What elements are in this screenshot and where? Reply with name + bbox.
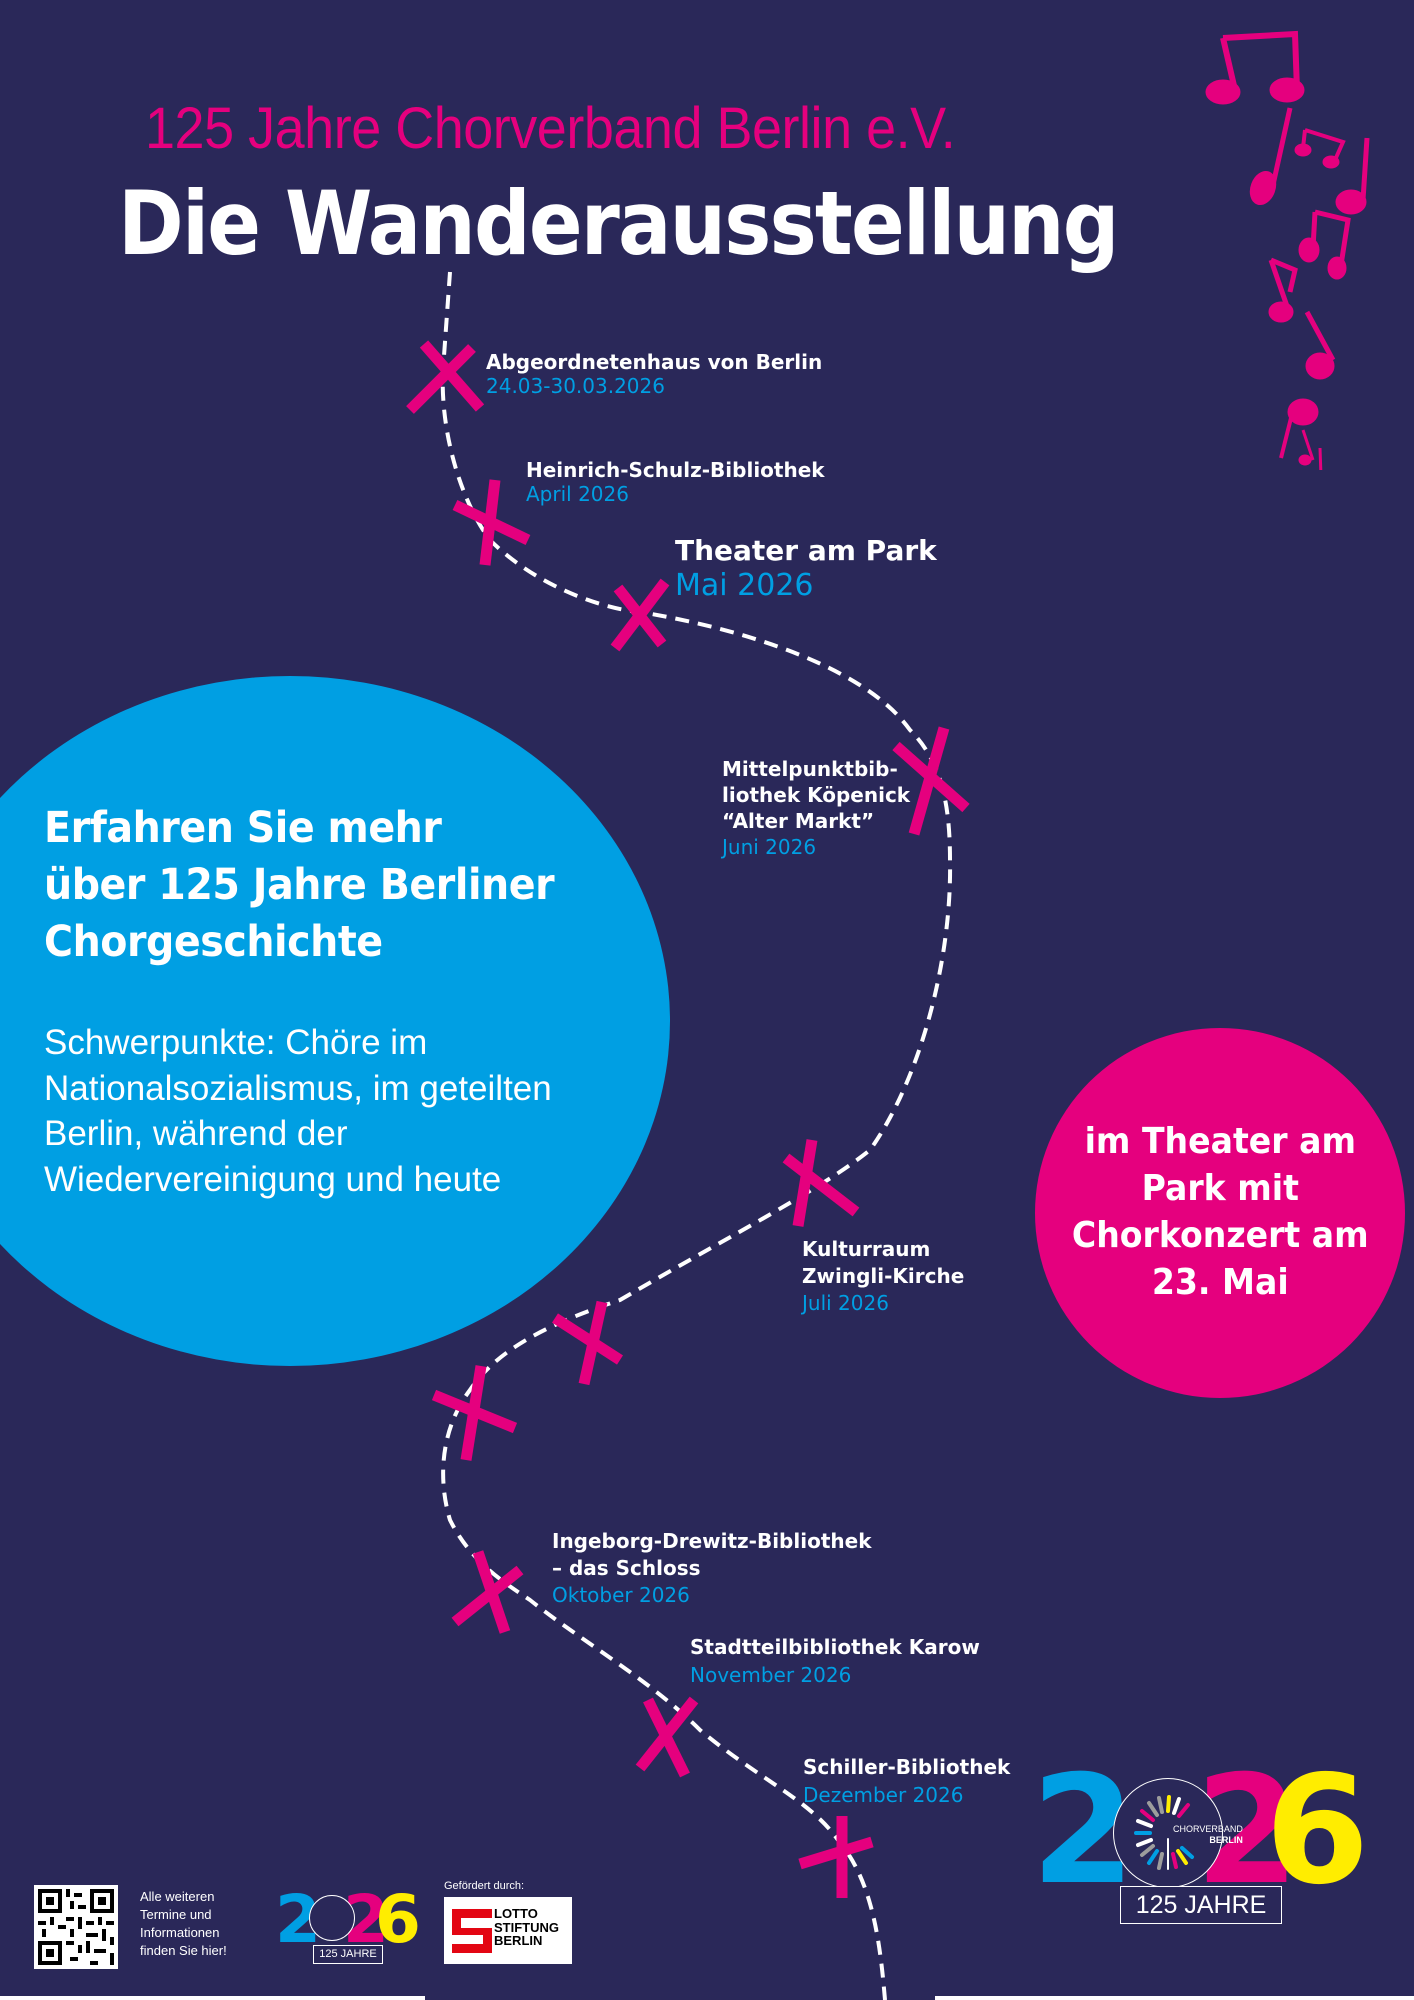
stop-date: Dezember 2026 [803, 1783, 964, 1807]
stop-date: April 2026 [526, 482, 629, 507]
info-headline-line: Chorgeschichte [44, 917, 383, 968]
bottom-edge-strip [935, 1996, 1414, 2000]
route-stop: Abgeordnetenhaus von Berlin 24.03-30.03.… [486, 350, 822, 399]
anniversary-logo: 2 2 6 CHORVERBA [1031, 1756, 1369, 1928]
stop-name: Stadtteilbibliothek Karow [690, 1635, 980, 1659]
stop-name: Mittelpunktbib- [722, 757, 898, 781]
page-title: Die Wanderausstellung [118, 172, 1119, 275]
info-headline-line: Erfahren Sie mehr [44, 803, 442, 853]
route-stop: Heinrich-Schulz-Bibliothek April 2026 [526, 458, 825, 507]
stop-date: Mai 2026 [675, 568, 814, 604]
route-stop: Ingeborg-Drewitz-Bibliothek – das Schlos… [552, 1528, 872, 1609]
logo-brand: CHORVERBAND BERLIN [1173, 1824, 1243, 1846]
logo-digit-6-yellow: 6 [1265, 1744, 1370, 1918]
info-body-line: Nationalsozialismus, im geteilten [44, 1068, 552, 1108]
info-headline-line: über 125 Jahre Berliner [44, 860, 555, 911]
logo-digit-6-yellow: 6 [375, 1881, 421, 1958]
info-body-line: Berlin, während der [44, 1114, 348, 1153]
stop-name: Schiller-Bibliothek [803, 1755, 1011, 1779]
stop-name: liothek Köpenick [722, 783, 911, 807]
route-stop: Schiller-Bibliothek Dezember 2026 [803, 1753, 1010, 1809]
logo-years-box: 125 JAHRE [1120, 1886, 1282, 1924]
info-body: Schwerpunkte: Chöre im Nationalsozialism… [44, 1020, 552, 1202]
stop-name: Zwingli-Kirche [802, 1264, 965, 1288]
stop-name: Theater am Park [675, 534, 937, 567]
stop-date: November 2026 [690, 1663, 852, 1687]
route-stop: Mittelpunktbib- liothek Köpenick “Alter … [722, 756, 910, 860]
footer-small-logo: 2 2 6 125 JAHRE [275, 1887, 421, 1968]
stop-date: Juni 2026 [722, 835, 817, 859]
choir-burst-icon [1134, 1795, 1194, 1870]
stop-name: Ingeborg-Drewitz-Bibliothek [552, 1529, 872, 1553]
concert-text: im Theater am Park mit Chorkonzert am 23… [1071, 1121, 1369, 1303]
stop-date: 24.03-30.03.2026 [486, 374, 665, 399]
lotto-stiftung-icon [452, 1909, 492, 1953]
info-circle [0, 676, 670, 1366]
info-body-line: Wiedervereinigung und heute [44, 1159, 502, 1199]
logo-ring [1113, 1778, 1223, 1888]
route-stop: Kulturraum Zwingli-Kirche Juli 2026 [802, 1236, 964, 1317]
logo-ring [309, 1895, 355, 1941]
sponsor-logo[interactable]: LOTTO STIFTUNG BERLIN [444, 1897, 572, 1964]
logo-brand-line: BERLIN [1209, 1834, 1243, 1845]
stop-name: Kulturraum [802, 1237, 931, 1261]
sponsor-text: LOTTO STIFTUNG BERLIN [494, 1906, 559, 1949]
subtitle: 125 Jahre Chorverband Berlin e.V. [145, 96, 956, 161]
cross-markers [406, 340, 970, 1898]
stop-name: “Alter Markt” [722, 809, 875, 833]
stop-name: Abgeordnetenhaus von Berlin [486, 350, 823, 374]
funded-by-label: Gefördert durch: [444, 1880, 525, 1892]
route-stop: Theater am Park Mai 2026 [675, 534, 937, 605]
stop-date: Juli 2026 [802, 1291, 889, 1315]
route-stop: Stadtteilbibliothek Karow November 2026 [690, 1633, 980, 1689]
stop-name: Heinrich-Schulz-Bibliothek [526, 458, 825, 482]
logo-brand-line: CHORVERBAND [1173, 1824, 1243, 1834]
stop-name: – das Schloss [552, 1556, 701, 1580]
bottom-edge-strip [0, 1996, 425, 2000]
qr-code-icon[interactable] [34, 1885, 118, 1969]
logo-years-box: 125 JAHRE [313, 1945, 383, 1964]
stop-date: Oktober 2026 [552, 1583, 690, 1607]
info-body-line: Schwerpunkte: Chöre im [44, 1023, 428, 1062]
qr-code-pattern [34, 1885, 118, 1969]
footer-info-text: Alle weiteren Termine und Informationen … [140, 1889, 227, 1958]
info-headline: Erfahren Sie mehr über 125 Jahre Berline… [44, 800, 555, 972]
concert-circle: im Theater am Park mit Chorkonzert am 23… [1035, 1028, 1405, 1398]
music-notes-icon [1205, 30, 1370, 470]
